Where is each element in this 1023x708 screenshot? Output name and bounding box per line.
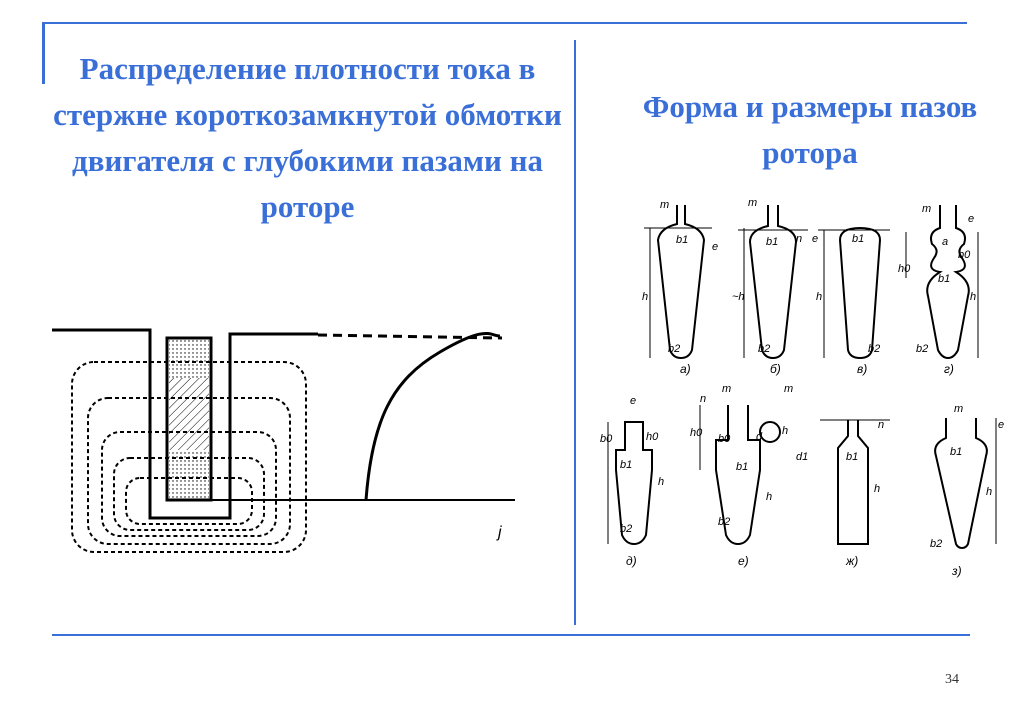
label-z-m: m: [954, 403, 963, 415]
label-e-d: d: [756, 431, 763, 443]
caption-v: в): [857, 362, 867, 376]
flux-loop-4: [113, 457, 265, 531]
left-accent-bar: [42, 22, 45, 84]
label-g-h0: h0: [898, 263, 911, 275]
label-e-h: h: [766, 491, 772, 503]
caption-b: б): [770, 362, 781, 376]
label-g-b2: b2: [916, 343, 928, 355]
label-v-b2: b2: [868, 343, 880, 355]
top-rule: [42, 22, 967, 24]
rotor-slot-outline: [52, 328, 318, 520]
label-a-e: e: [712, 241, 718, 253]
label-e-b2: b2: [718, 516, 730, 528]
label-g-h: h: [970, 291, 976, 303]
caption-a: а): [680, 362, 691, 376]
bar-top-dots: [169, 340, 209, 378]
caption-e: е): [738, 554, 749, 568]
axis-label-j: j: [496, 524, 502, 541]
label-e-m1: m: [722, 383, 731, 395]
label-d-b1: b1: [620, 459, 632, 471]
page-number: 34: [945, 672, 959, 687]
label-z-e: e: [998, 419, 1004, 431]
label-z-h: h: [986, 486, 992, 498]
slot-a-outline: [656, 205, 706, 360]
caption-zh: ж): [845, 554, 858, 568]
label-v-h: h: [816, 291, 822, 303]
label-b-h: ~h: [732, 291, 745, 303]
caption-d: д): [626, 554, 637, 568]
slot-e-outline: [715, 405, 761, 546]
flux-loop-3: [101, 431, 277, 537]
label-b-m: m: [748, 197, 757, 209]
label-e-h0: h0: [690, 427, 703, 439]
label-e-n: n: [700, 393, 706, 405]
label-e-h-small: h: [782, 425, 788, 437]
label-e-m2: m: [784, 383, 793, 395]
label-b-b2: b2: [758, 343, 770, 355]
slot-v-outline: [838, 226, 882, 360]
label-b-n: n: [796, 233, 802, 245]
label-d-h: h: [658, 476, 664, 488]
label-b-e: e: [812, 233, 818, 245]
label-e-d1: d1: [796, 451, 808, 463]
flux-loop-2: [87, 397, 291, 545]
caption-g: г): [944, 362, 954, 376]
label-zh-n: n: [878, 419, 884, 431]
label-z-b2: b2: [930, 538, 942, 550]
label-d-b2: b2: [620, 523, 632, 535]
label-v-b1: b1: [852, 233, 864, 245]
label-g-a: a: [942, 236, 948, 248]
slot-d-outline: [615, 421, 653, 546]
slot-z-outline: [934, 418, 988, 550]
right-title: Форма и размеры пазов ротора: [642, 89, 978, 170]
label-e-b1: b1: [736, 461, 748, 473]
bar-middle-hatch: [169, 378, 209, 450]
label-zh-b1: b1: [846, 451, 858, 463]
label-e-b0: b0: [718, 433, 731, 445]
label-d-h0: h0: [646, 431, 659, 443]
slot-shapes-diagram: [615, 205, 988, 550]
slot-b-outline: [748, 205, 798, 360]
label-z-b1: b1: [950, 446, 962, 458]
label-a-h: h: [642, 291, 648, 303]
label-g-e: e: [968, 213, 974, 225]
column-divider: [574, 40, 576, 625]
label-zh-h: h: [874, 483, 880, 495]
label-g-b1: b1: [938, 273, 950, 285]
label-d-e: e: [630, 395, 636, 407]
flux-loop-1: [71, 361, 307, 553]
caption-z: з): [951, 564, 962, 578]
label-a-m: m: [660, 199, 669, 211]
slot-e-round: [759, 421, 781, 443]
bottom-rule: [52, 634, 970, 636]
label-d-b0: b0: [600, 433, 613, 445]
label-a-b2: b2: [668, 343, 680, 355]
current-density-curve: [364, 331, 501, 501]
slot-zh-outline: [837, 420, 869, 545]
left-title: Распределение плотности тока в стержне к…: [53, 51, 562, 224]
label-g-m: m: [922, 203, 931, 215]
label-b-b1: b1: [766, 236, 778, 248]
slot-dimension-lines: [607, 227, 997, 544]
label-a-b1: b1: [676, 234, 688, 246]
slot-g-outline: [926, 205, 970, 360]
label-g-b0: b0: [958, 249, 971, 261]
